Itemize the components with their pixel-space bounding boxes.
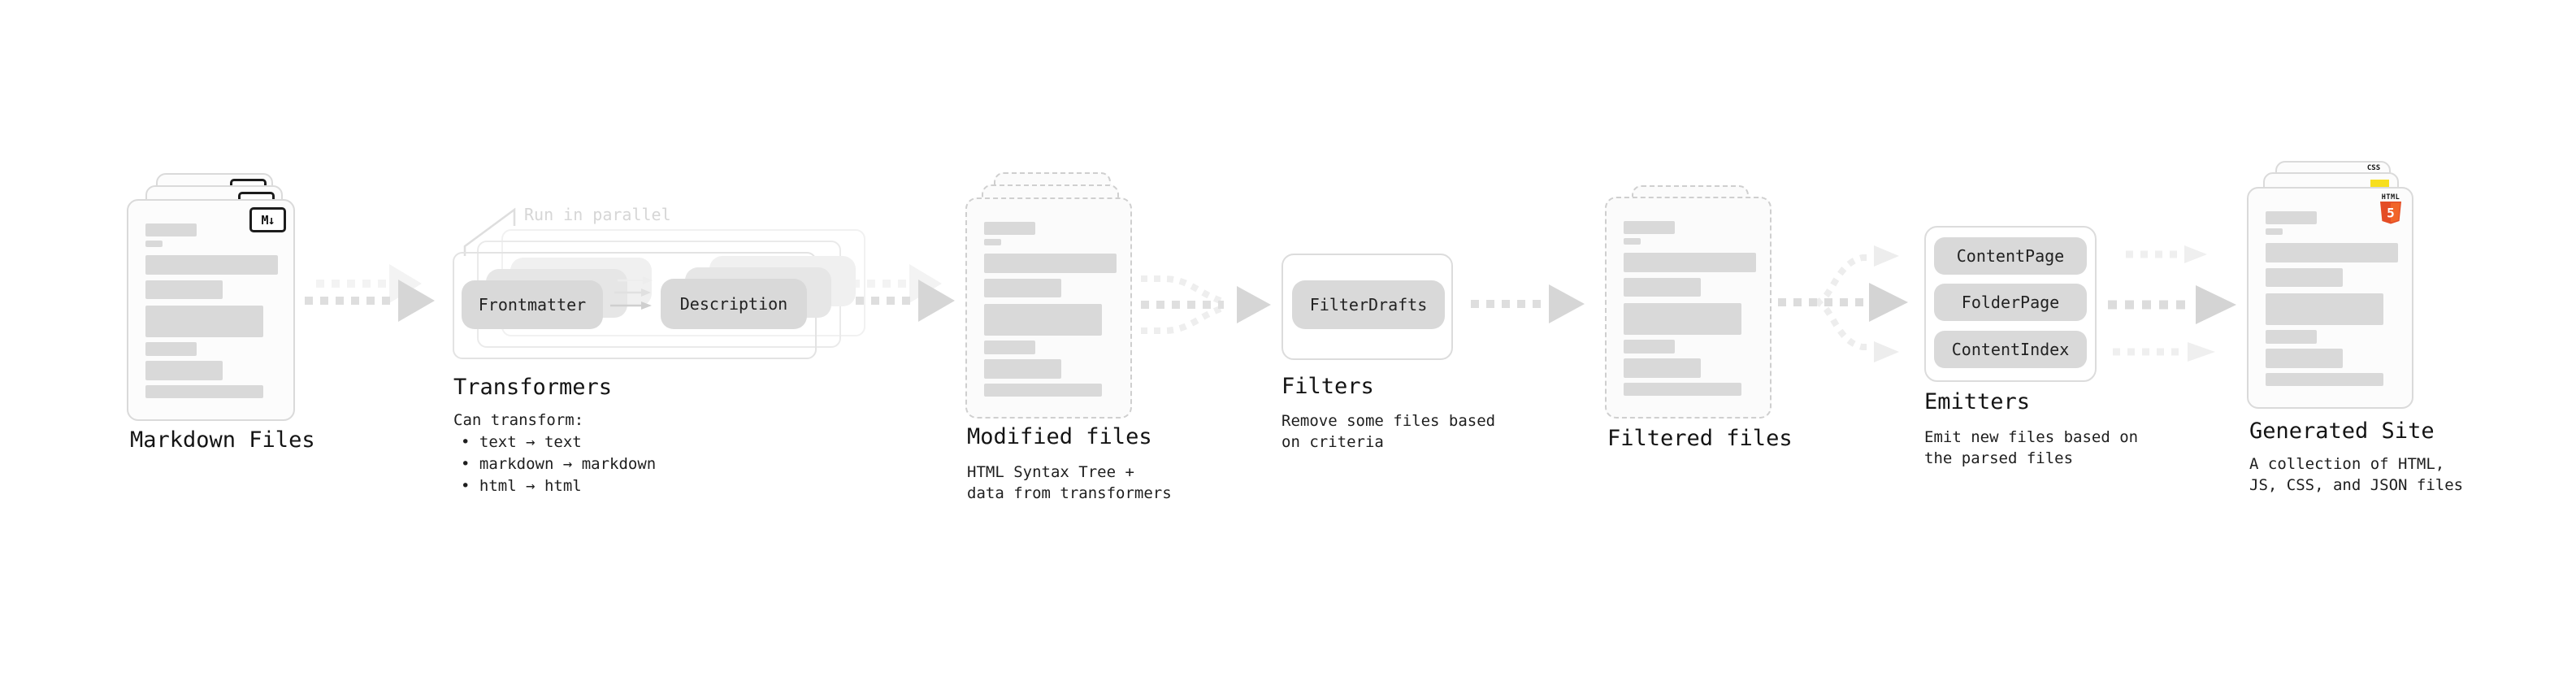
triple-flow-arrow: [2108, 245, 2236, 362]
filtered-files-label: Filtered files: [1607, 426, 1793, 451]
file-content-skeleton: [145, 223, 278, 398]
emitters-subtitle: Emit new files based on the parsed files: [1924, 428, 2139, 467]
content-line-bar: [2266, 268, 2343, 287]
run-in-parallel-label: Run in parallel: [524, 205, 671, 224]
content-line-bar: [1624, 278, 1701, 297]
file-card: [965, 197, 1132, 419]
contentindex-pill: ContentIndex: [1934, 331, 2087, 368]
content-line-bar: [1624, 340, 1675, 354]
content-line-bar: [145, 223, 197, 236]
content-line-bar: [1624, 253, 1756, 272]
content-line-bar: [984, 340, 1035, 354]
content-line-bar: [984, 279, 1061, 297]
file-content-skeleton: [984, 222, 1117, 397]
content-line-bar: [1624, 303, 1741, 335]
content-line-bar: [145, 280, 223, 299]
bullet-item: • text → text: [461, 433, 582, 451]
flow-arrow: [305, 264, 435, 322]
content-line-bar: [1624, 358, 1701, 378]
filters-subtitle: Remove some files based on criteria: [1281, 412, 1496, 451]
content-line-bar: [2266, 349, 2343, 368]
flow-arrow: [825, 264, 955, 322]
file-content-skeleton: [1624, 221, 1756, 396]
filters-label: Filters: [1281, 374, 1374, 399]
transformers-bullet-list: • text → text • markdown → markdown • ht…: [461, 432, 656, 497]
bullet-item: • markdown → markdown: [461, 455, 657, 473]
contentpage-pill: ContentPage: [1934, 237, 2087, 275]
content-line-bar: [984, 384, 1102, 397]
modified-files-label: Modified files: [967, 424, 1152, 449]
html5-icon-number: 5: [2387, 206, 2395, 221]
content-line-bar: [145, 241, 163, 247]
pill-connector-arrows: [610, 276, 653, 310]
content-line-bar: [984, 239, 1001, 245]
content-line-bar: [145, 385, 263, 398]
file-card: HTML 5: [2247, 187, 2413, 409]
html5-icon-word: HTML: [2381, 193, 2400, 202]
content-line-bar: [2266, 373, 2383, 386]
content-line-bar: [1624, 238, 1641, 245]
generated-site-label: Generated Site: [2249, 419, 2435, 444]
file-card: M↓: [127, 199, 295, 421]
description-pill: Description: [661, 279, 807, 329]
content-line-bar: [2266, 293, 2383, 325]
emitters-label: Emitters: [1924, 389, 2031, 414]
generated-site-subtitle: A collection of HTML, JS, CSS, and JSON …: [2249, 455, 2464, 494]
content-line-bar: [1624, 383, 1741, 396]
markdown-icon-label: M↓: [261, 212, 275, 228]
content-line-bar: [984, 254, 1117, 273]
content-line-bar: [984, 359, 1061, 379]
file-content-skeleton: [2266, 211, 2398, 386]
js-icon: [2370, 180, 2389, 189]
filterdrafts-pill: FilterDrafts: [1292, 280, 1445, 329]
content-line-bar: [984, 222, 1035, 235]
css-icon-label: CSS: [2366, 164, 2381, 172]
markdown-files-label: Markdown Files: [130, 427, 315, 453]
folderpage-pill: FolderPage: [1934, 284, 2087, 321]
content-line-bar: [984, 304, 1102, 336]
content-line-bar: [145, 306, 263, 337]
modified-files-subtitle: HTML Syntax Tree + data from transformer…: [967, 463, 1172, 502]
content-line-bar: [1624, 221, 1675, 234]
content-line-bar: [145, 342, 197, 356]
split-arrow: [1778, 245, 1908, 362]
html5-icon: HTML 5: [2379, 193, 2403, 224]
content-line-bar: [2266, 228, 2283, 235]
markdown-icon: M↓: [249, 207, 286, 232]
transformers-label: Transformers: [453, 375, 613, 400]
transformers-description: Can transform:: [453, 411, 584, 429]
content-line-bar: [2266, 243, 2398, 262]
frontmatter-pill: Frontmatter: [462, 280, 603, 329]
merge-arrow: [1141, 275, 1271, 334]
content-line-bar: [2266, 211, 2317, 224]
callout-leader-line: [463, 207, 516, 256]
flow-arrow: [1471, 284, 1585, 323]
content-line-bar: [145, 361, 223, 380]
content-line-bar: [2266, 330, 2317, 344]
bullet-item: • html → html: [461, 477, 582, 495]
html5-shield: 5: [2380, 202, 2401, 224]
file-card: [1605, 197, 1772, 419]
content-line-bar: [145, 255, 278, 275]
